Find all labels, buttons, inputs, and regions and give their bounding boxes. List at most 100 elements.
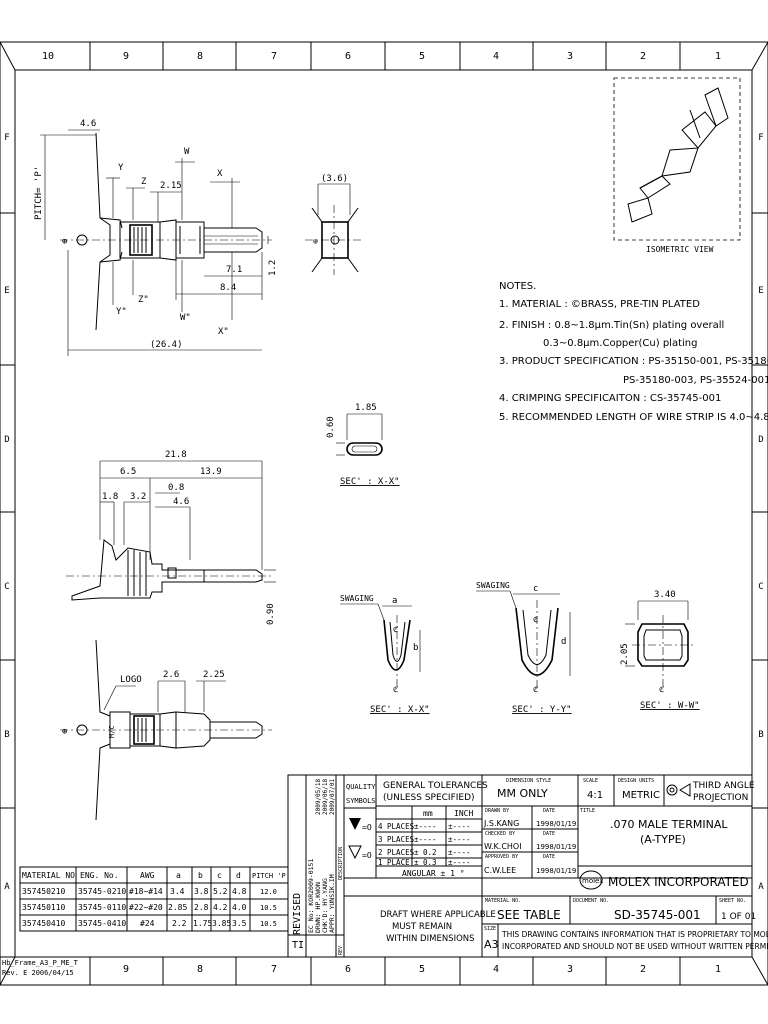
tol-places: 4 PLACES [378, 822, 415, 831]
section-label: SEC' : Y-Y" [512, 705, 572, 715]
sheet-no-label: SHEET NO. [719, 898, 746, 904]
table-row: 357450410 35745-0410 #24 2.2 1.75 3.85 3… [22, 919, 277, 928]
rev-date: 2009/07/01 [329, 778, 336, 815]
dim-label: 0.90 [266, 603, 276, 625]
table-cell: 2.8 [194, 903, 209, 912]
note-line: 1. MATERIAL : ©BRASS, PRE-TIN PLATED [499, 299, 700, 310]
col-label: 5 [419, 964, 425, 975]
column-labels-bottom: 9 8 7 6 5 4 3 2 1 [123, 964, 721, 975]
note-line: 5. RECOMMENDED LENGTH OF WIRE STRIP IS 4… [499, 412, 768, 423]
design-units: METRIC [622, 790, 660, 801]
table-cell: 357450110 [22, 903, 66, 912]
tol-header-mm: mm [423, 809, 433, 818]
revised-label: REVISED [292, 893, 303, 935]
row-label: D [758, 435, 763, 445]
tol-places: 1 PLACE [378, 858, 410, 867]
table-cell: 3.8 [194, 887, 209, 896]
rev-label: REV [338, 946, 344, 955]
table-row: 357450110 35745-0110 #22~#20 2.85 2.8 4.… [22, 903, 277, 912]
table-header: MATERIAL NO [22, 871, 75, 880]
dim-label: Y [118, 163, 124, 173]
drawn-by: DRWN: HP.KWON [314, 882, 322, 933]
section-label: SEC' : X-X" [340, 477, 400, 487]
tol-header-inch: INCH [454, 809, 473, 818]
row-labels: F E D C B A F E D C B A [4, 133, 764, 892]
table-cell: 5.2 [213, 887, 228, 896]
dim-label: 2.15 [160, 181, 182, 191]
note-line: 3. PRODUCT SPECIFICATION : PS-35150-001,… [499, 356, 768, 367]
col-label: 1 [715, 964, 721, 975]
dim-label: 4.6 [80, 119, 96, 129]
checked-by-label: CHECKED BY [485, 831, 515, 837]
table-cell: 3.4 [170, 887, 185, 896]
drawn-by-label: DRAWN BY [485, 808, 509, 814]
size-label: SIZE [484, 926, 496, 932]
drawing-title: .070 MALE TERMINAL [610, 818, 728, 831]
rev-date: 2009/05/18 [315, 778, 322, 815]
quality-mark: =O [362, 823, 372, 832]
note-line: 2. FINISH : 0.8~1.8µm.Tin(Sn) plating ov… [499, 320, 724, 331]
checked-by: CHK'D: HY.YANG [321, 878, 329, 933]
table-header: AWG [140, 871, 155, 880]
col-label: 3 [567, 964, 573, 975]
isometric-view-label: ISOMETRIC VIEW [646, 245, 714, 254]
svg-text:⊕: ⊕ [313, 237, 318, 246]
projection-line: PROJECTION [693, 793, 748, 803]
table-cell: 3.5 [232, 919, 247, 928]
date-label: DATE [543, 831, 555, 837]
company-name: MOLEX INCORPORATED [608, 875, 749, 889]
row-label: B [758, 730, 763, 740]
table-cell: 35745-0210 [78, 887, 126, 896]
approved-by: APPR: YUNSIK.IM [328, 874, 336, 933]
quality-label: QUALITY [346, 783, 376, 791]
angular-tolerance: ANGULAR ± 1 ° [402, 869, 465, 878]
general-tolerances: GENERAL TOLERANCES [383, 781, 488, 791]
material-no: SEE TABLE [497, 908, 561, 922]
col-label: 9 [123, 964, 129, 975]
sheet-size: A3 [484, 938, 499, 951]
section-xx-small: 1.85 0.60 SEC' : X-X" [326, 403, 400, 487]
tol-inch: ±---- [448, 848, 471, 857]
table-header: b [198, 871, 203, 880]
drawn-date: 1998/01/19 [536, 820, 576, 828]
frame-revision: Rev. E 2006/04/15 [2, 969, 74, 977]
section-ww: 3.40 ℭ 2.05 SEC' : W-W" [620, 590, 700, 711]
dimension-style-label: DIMENSION STYLE [506, 778, 551, 784]
table-cell: 10.5 [260, 920, 277, 928]
table-cell: 12.0 [260, 888, 277, 896]
tol-places: 2 PLACES [378, 848, 415, 857]
dim-label: Y" [116, 307, 127, 317]
molex-logo-text: molex [582, 877, 603, 885]
svg-text:ℭ: ℭ [533, 685, 539, 694]
mc-mark: M/C [108, 725, 116, 738]
dim-label: 2.6 [163, 670, 179, 680]
unless-specified: (UNLESS SPECIFIED) [383, 793, 475, 803]
revision-block: REVISED EC No: KOR2009-0151 DRWN: HP.KWO… [287, 774, 345, 958]
quality-label: SYMBOLS [346, 797, 376, 805]
dim-label: 2.05 [620, 643, 630, 665]
checked-by: W.K.CHOI [484, 842, 522, 851]
col-label: 4 [493, 51, 499, 62]
top-view: ⊕ PITCH= 'P' 4.6 Y W Z 2.15 X 7.1 [34, 119, 278, 356]
col-label: 6 [345, 964, 351, 975]
svg-text:ℭ: ℭ [533, 615, 539, 624]
table-row: 357450210 35745-0210 #18~#14 3.4 3.8 5.2… [22, 887, 277, 896]
row-label: F [4, 133, 9, 143]
section-label: SEC' : X-X" [370, 705, 430, 715]
date-label: DATE [543, 854, 555, 860]
dim-label: 13.9 [200, 467, 222, 477]
tol-inch: ±---- [448, 835, 471, 844]
column-labels-top: 10 9 8 7 6 5 4 3 2 1 [42, 51, 721, 62]
pitch-label: PITCH= 'P' [34, 166, 44, 220]
col-label: 9 [123, 51, 129, 62]
quality-mark: =O [362, 851, 372, 860]
section-label: SEC' : W-W" [640, 701, 700, 711]
dim-label: Z [141, 177, 147, 187]
draft-note: MUST REMAIN [392, 922, 452, 932]
col-label: 8 [197, 51, 203, 62]
table-cell: #22~#20 [129, 903, 163, 912]
approved-date: 1998/01/19 [536, 867, 576, 875]
col-label: 10 [42, 51, 54, 62]
table-cell: 35745-0110 [78, 903, 126, 912]
